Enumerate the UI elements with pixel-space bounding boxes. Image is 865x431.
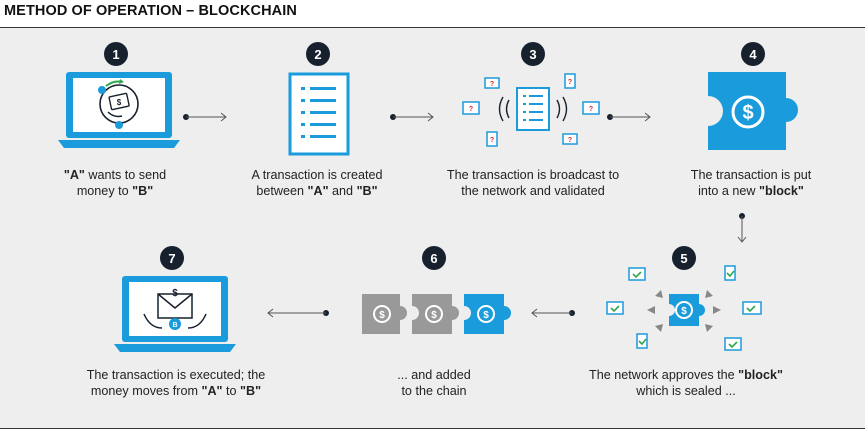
arrow-right-icon bbox=[183, 112, 227, 122]
arrow-right-icon bbox=[390, 112, 434, 122]
arrow-left-icon bbox=[267, 308, 329, 318]
step-3-badge: 3 bbox=[521, 42, 545, 66]
step-3-label: The transaction is broadcast to the netw… bbox=[446, 168, 620, 198]
step-1-label: "A" wants to send money to "B" bbox=[63, 168, 167, 198]
svg-text:?: ? bbox=[568, 137, 572, 144]
step-6-label: ... and added to the chain bbox=[397, 368, 471, 398]
svg-text:$: $ bbox=[431, 310, 437, 321]
step-2-label: A transaction is created between "A" and… bbox=[251, 168, 383, 198]
step-4-label: The transaction is put into a new "block… bbox=[690, 168, 812, 198]
step-7-badge: 7 bbox=[160, 246, 184, 270]
step-7-label: The transaction is executed; the money m… bbox=[86, 368, 266, 398]
svg-text:?: ? bbox=[469, 106, 473, 113]
svg-text:$: $ bbox=[172, 288, 178, 299]
block-chain-icon: $ $ $ bbox=[362, 294, 511, 334]
step-6-badge: 6 bbox=[422, 246, 446, 270]
laptop-envelope-icon: $ B bbox=[114, 276, 236, 352]
step-1-badge: 1 bbox=[104, 42, 128, 66]
step-4-badge: 4 bbox=[741, 42, 765, 66]
svg-text:B: B bbox=[172, 322, 177, 329]
arrow-down-icon bbox=[737, 213, 747, 243]
svg-text:?: ? bbox=[490, 137, 494, 144]
page-title: METHOD OF OPERATION – BLOCKCHAIN bbox=[4, 3, 297, 19]
document-list-icon bbox=[288, 72, 350, 156]
svg-text:$: $ bbox=[742, 102, 753, 124]
svg-text:$: $ bbox=[483, 310, 489, 321]
svg-text:$: $ bbox=[681, 306, 687, 317]
arrow-left-icon bbox=[531, 308, 575, 318]
svg-text:$: $ bbox=[117, 98, 122, 107]
step-2-badge: 2 bbox=[306, 42, 330, 66]
broadcast-network-icon: ??? ??? bbox=[462, 73, 600, 147]
title-divider bbox=[0, 27, 865, 28]
svg-text:?: ? bbox=[490, 81, 494, 88]
step-5-badge: 5 bbox=[672, 246, 696, 270]
puzzle-dollar-icon: $ bbox=[708, 72, 798, 150]
network-approval-icon: $ bbox=[606, 265, 762, 351]
svg-text:?: ? bbox=[568, 79, 572, 86]
laptop-money-icon: $ bbox=[58, 72, 180, 148]
svg-text:?: ? bbox=[589, 106, 593, 113]
step-5-label: The network approves the "block" which i… bbox=[589, 368, 783, 398]
bottom-divider bbox=[0, 428, 865, 429]
arrow-right-icon bbox=[607, 112, 651, 122]
svg-text:$: $ bbox=[379, 310, 385, 321]
